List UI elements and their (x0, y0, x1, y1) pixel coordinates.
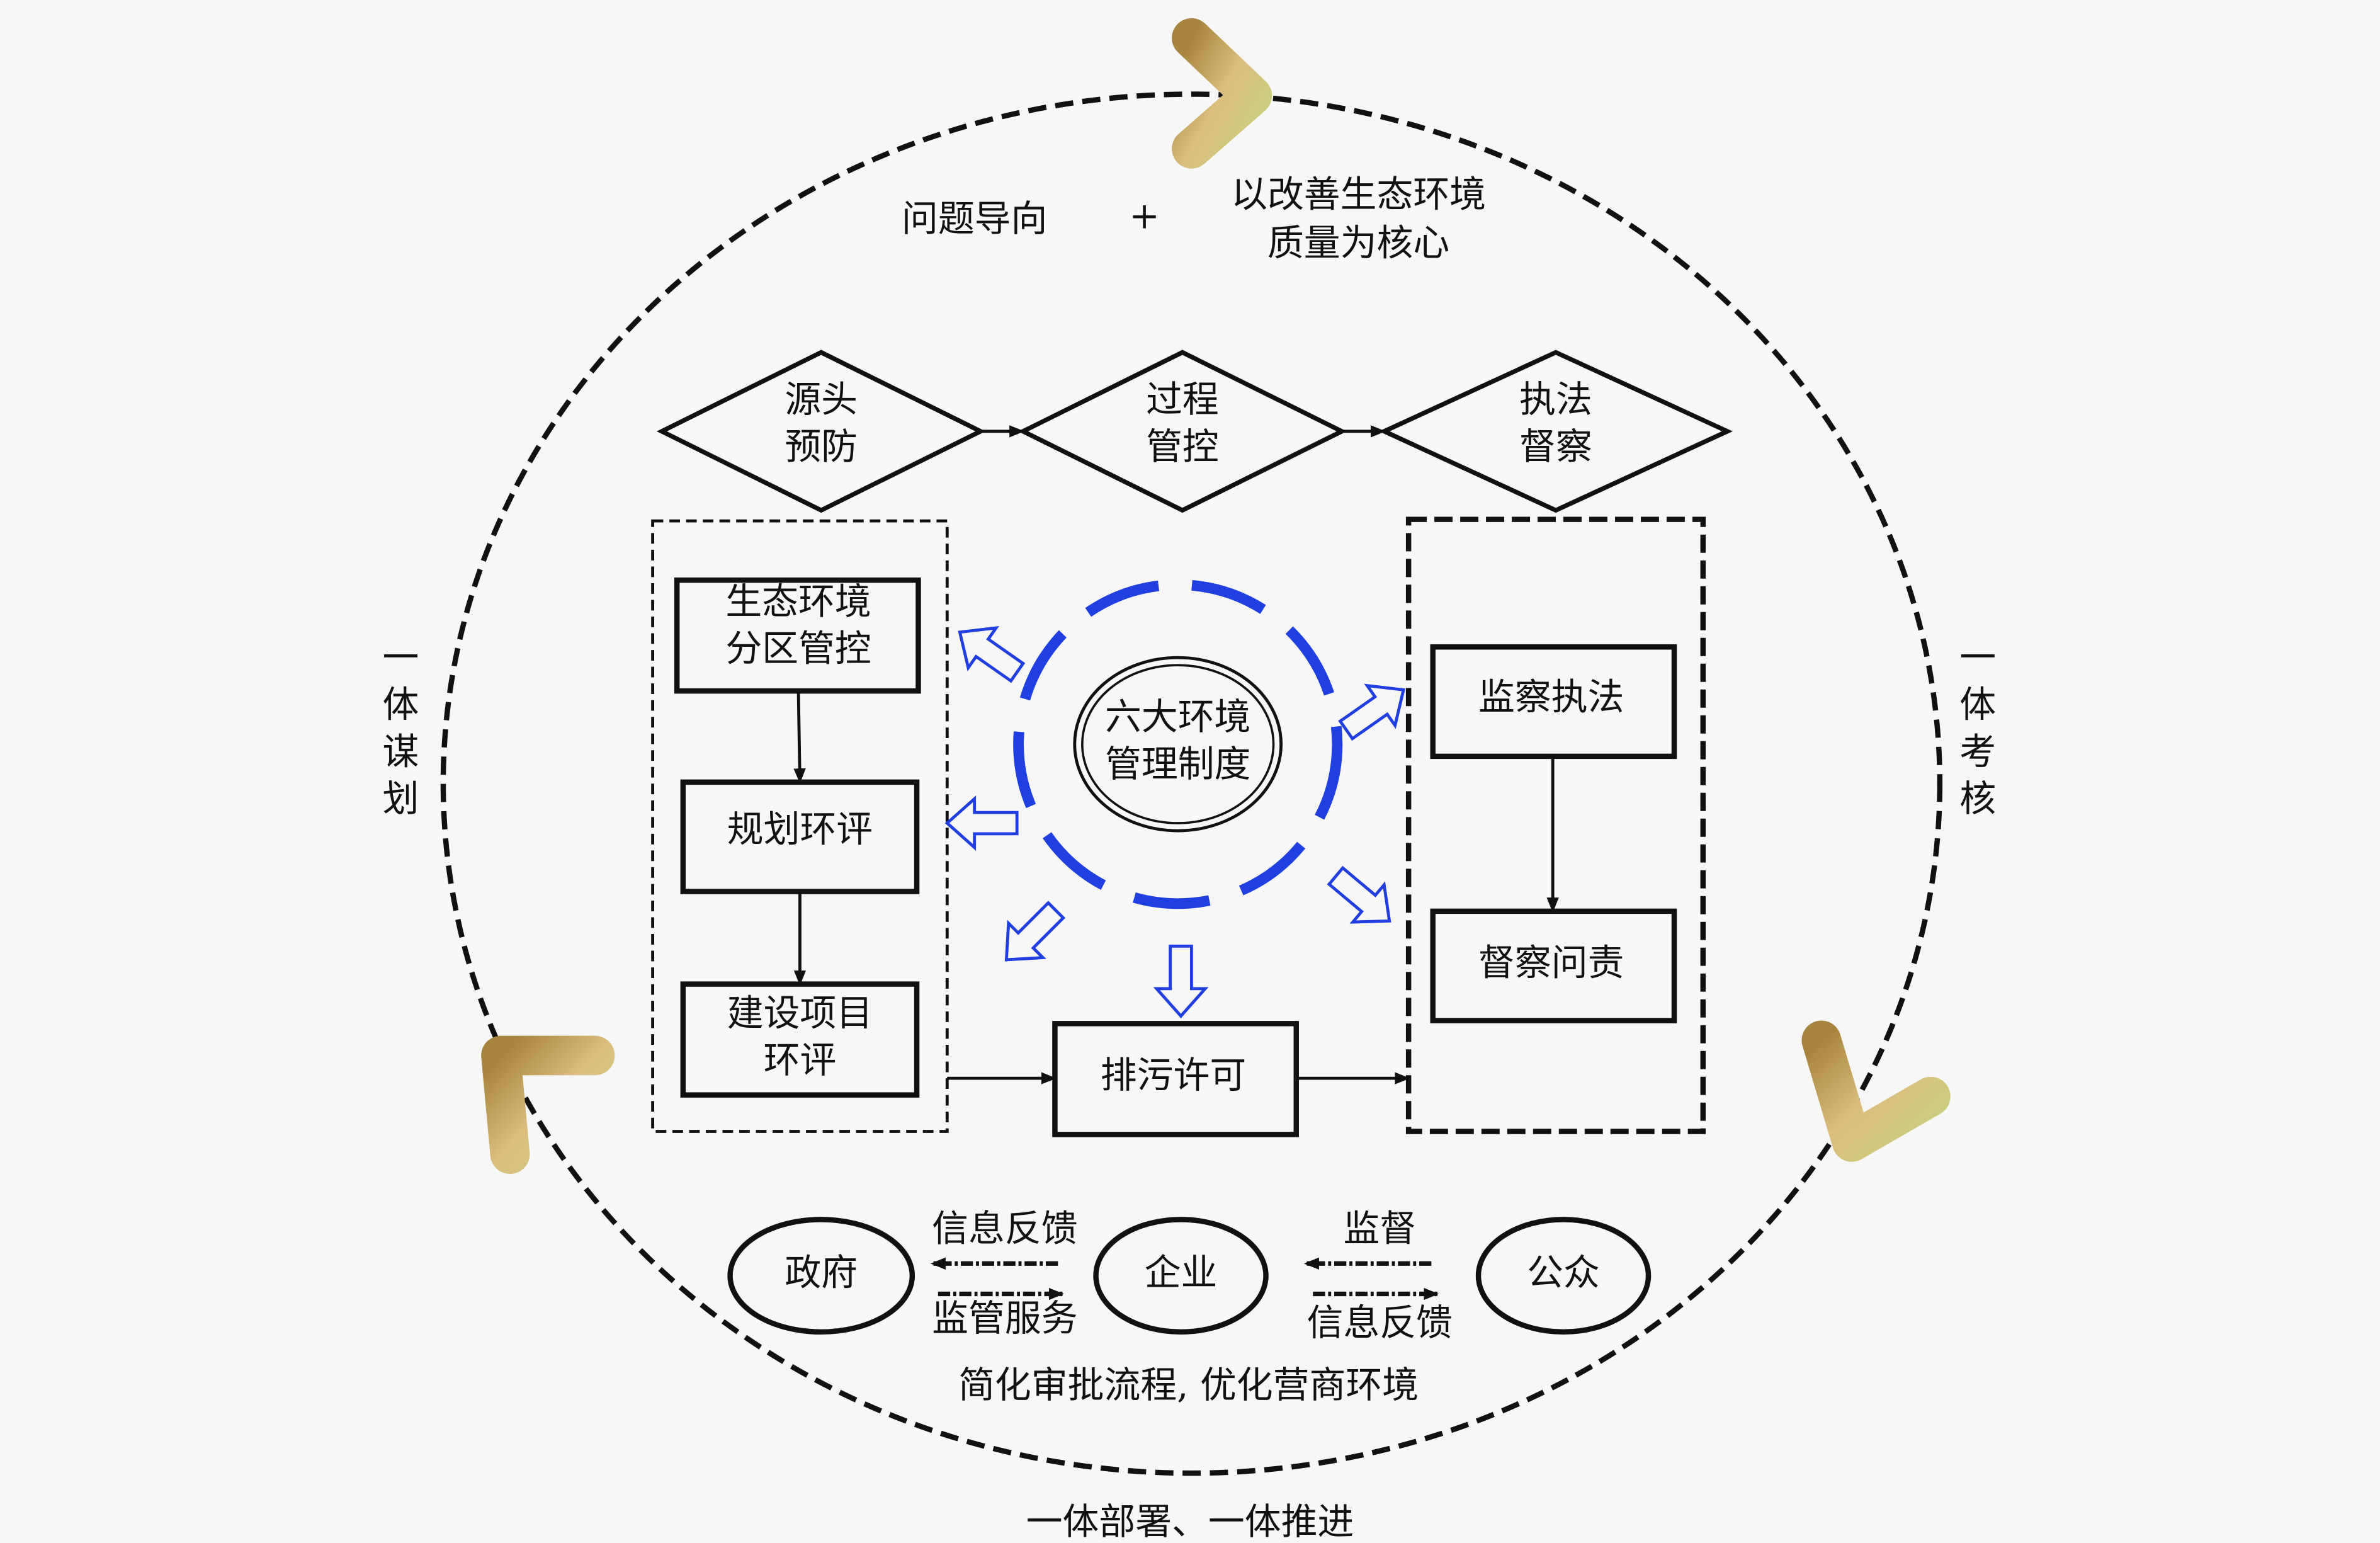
hollow-arrow-icon (1338, 683, 1406, 741)
hollow-arrow-icon (958, 625, 1026, 683)
side-char: 考 (1959, 730, 1996, 773)
relation-label: 信息反馈 (1307, 1301, 1453, 1344)
actor-label: 企业 (1145, 1251, 1218, 1294)
core-goal-line2: 质量为核心 (1267, 222, 1449, 265)
side-char: 谋 (382, 730, 419, 773)
core-goal-line1: 以改善生态环境 (1231, 173, 1486, 215)
relation-label: 监督 (1343, 1207, 1416, 1250)
actor-label: 政府 (785, 1251, 858, 1294)
side-char: 核 (1959, 777, 1996, 820)
box-label: 建设项目 (727, 991, 873, 1034)
center-label: 管理制度 (1105, 743, 1250, 785)
plus-sign: + (1129, 194, 1159, 237)
box-accountability (1430, 908, 1677, 1023)
box-label: 环评 (764, 1039, 837, 1081)
center-label: 六大环境 (1105, 695, 1250, 738)
box-label: 排污许可 (1101, 1054, 1246, 1096)
center-inner-ellipse (1081, 664, 1275, 824)
side-label-right: 一 体 考 核 (1959, 636, 1996, 820)
diamond-enforcement (1378, 350, 1733, 513)
actor-government (727, 1217, 915, 1335)
box-label: 规划环评 (727, 807, 873, 850)
problem-oriented-label: 问题导向 (902, 197, 1047, 240)
boomerang-arrow-left (481, 1035, 615, 1175)
box-label: 生态环境 (725, 580, 871, 623)
side-char: 一 (1959, 636, 1996, 679)
box-zoning-control (674, 577, 921, 694)
hollow-arrow-icon (944, 795, 1019, 851)
box-project-eia (680, 981, 920, 1098)
diamond-label: 执法 (1519, 378, 1592, 421)
side-char: 划 (382, 777, 419, 820)
diamond-label: 源头 (785, 378, 858, 421)
side-label-left: 一 体 谋 划 (382, 636, 419, 820)
diamond-label: 预防 (785, 425, 858, 468)
center-outer-ellipse (1073, 656, 1283, 833)
hollow-arrow-icon (1327, 865, 1391, 924)
box-inspection (1430, 644, 1677, 760)
relation-label: 信息反馈 (932, 1207, 1077, 1250)
diamond-label: 管控 (1146, 425, 1219, 468)
diamond-label: 过程 (1146, 378, 1219, 421)
actor-public (1475, 1217, 1652, 1335)
slogan: 简化审批流程, 优化营商环境 (958, 1364, 1419, 1406)
side-char: 一 (382, 636, 419, 679)
box-label: 监察执法 (1478, 676, 1624, 719)
hollow-arrow-icon (1004, 901, 1066, 962)
box-label: 分区管控 (725, 627, 871, 670)
outer-cycle-loop (440, 91, 1943, 1476)
actor-enterprise (1093, 1217, 1269, 1335)
box-label: 督察问责 (1478, 942, 1624, 984)
actor-label: 公众 (1527, 1251, 1600, 1294)
enforcement-group (1405, 516, 1706, 1134)
bottom-label: 一体部署、一体推进 (1026, 1500, 1354, 1543)
hollow-arrow-icon (1153, 944, 1209, 1018)
system-ring (1013, 579, 1343, 909)
side-char: 体 (382, 683, 419, 726)
boomerang-arrow-top (1172, 18, 1272, 169)
diamond-label: 督察 (1519, 425, 1592, 468)
side-char: 体 (1959, 683, 1996, 726)
arrow-zoning-planning (793, 691, 806, 784)
prevention-group (651, 519, 949, 1133)
boomerang-arrow-right (1801, 1020, 1951, 1162)
relation-label: 监管服务 (932, 1297, 1077, 1340)
